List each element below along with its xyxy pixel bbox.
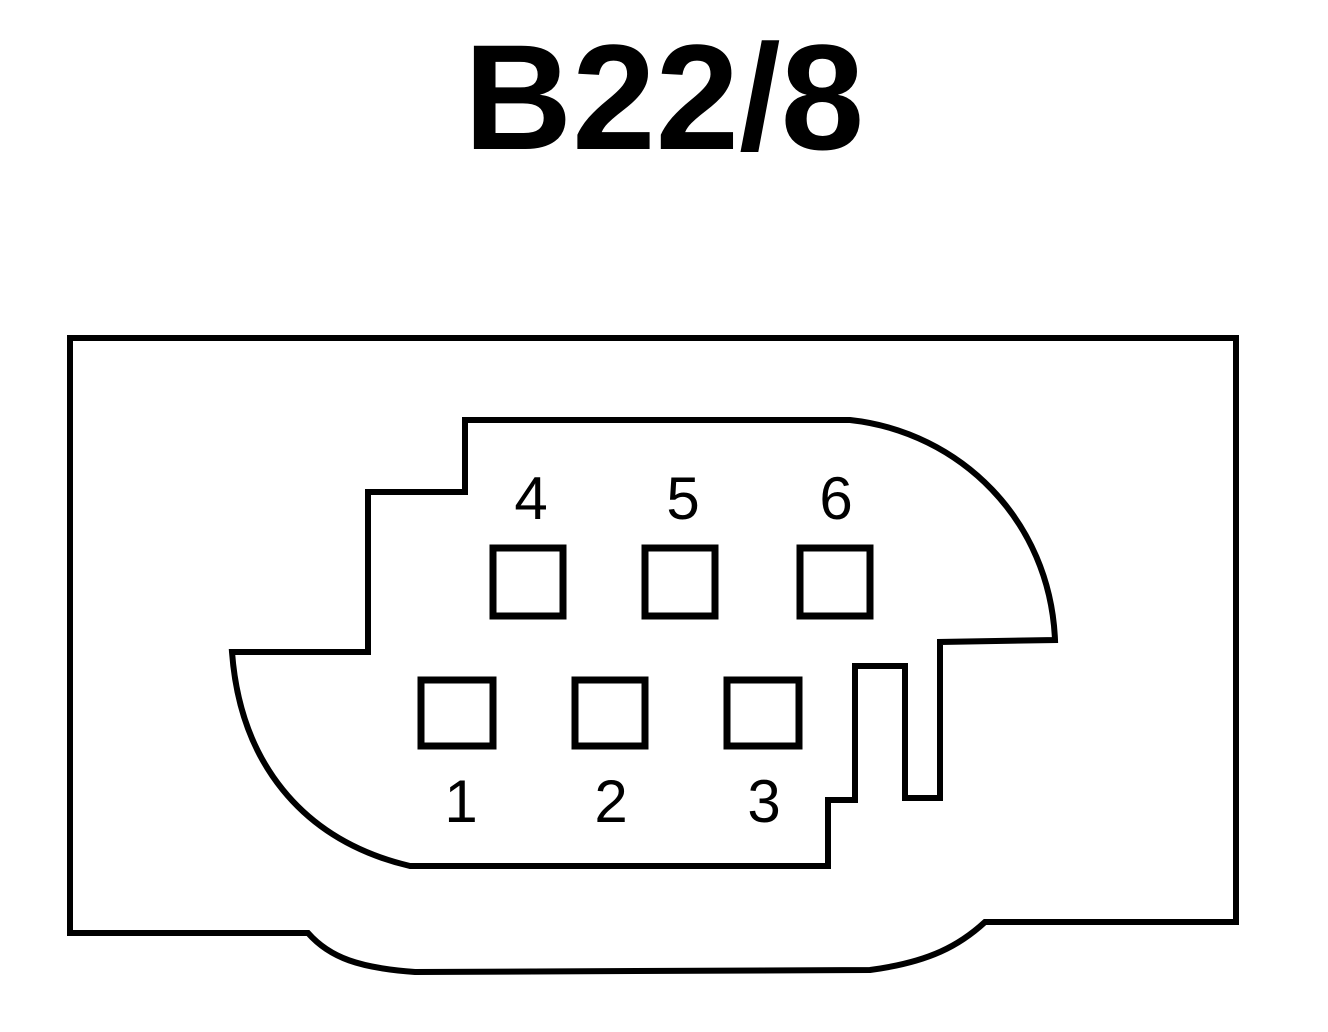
connector-title: B22/8 bbox=[463, 13, 865, 181]
connector-socket-outline bbox=[228, 417, 1059, 869]
pin-6-contact bbox=[796, 544, 874, 620]
pin-6-label: 6 bbox=[819, 465, 852, 532]
pin-4-contact bbox=[489, 544, 567, 620]
pin-3-label: 3 bbox=[747, 768, 780, 835]
pin-5-label: 5 bbox=[666, 465, 699, 532]
connector-housing-outline bbox=[67, 335, 1239, 976]
pin-2-label: 2 bbox=[594, 768, 627, 835]
pin-5-contact bbox=[641, 544, 719, 620]
pin-1-label: 1 bbox=[444, 768, 477, 835]
pin-1-contact bbox=[417, 676, 497, 750]
pin-4-label: 4 bbox=[514, 465, 547, 532]
pin-3-contact bbox=[723, 676, 803, 750]
pin-2-contact bbox=[571, 676, 649, 750]
